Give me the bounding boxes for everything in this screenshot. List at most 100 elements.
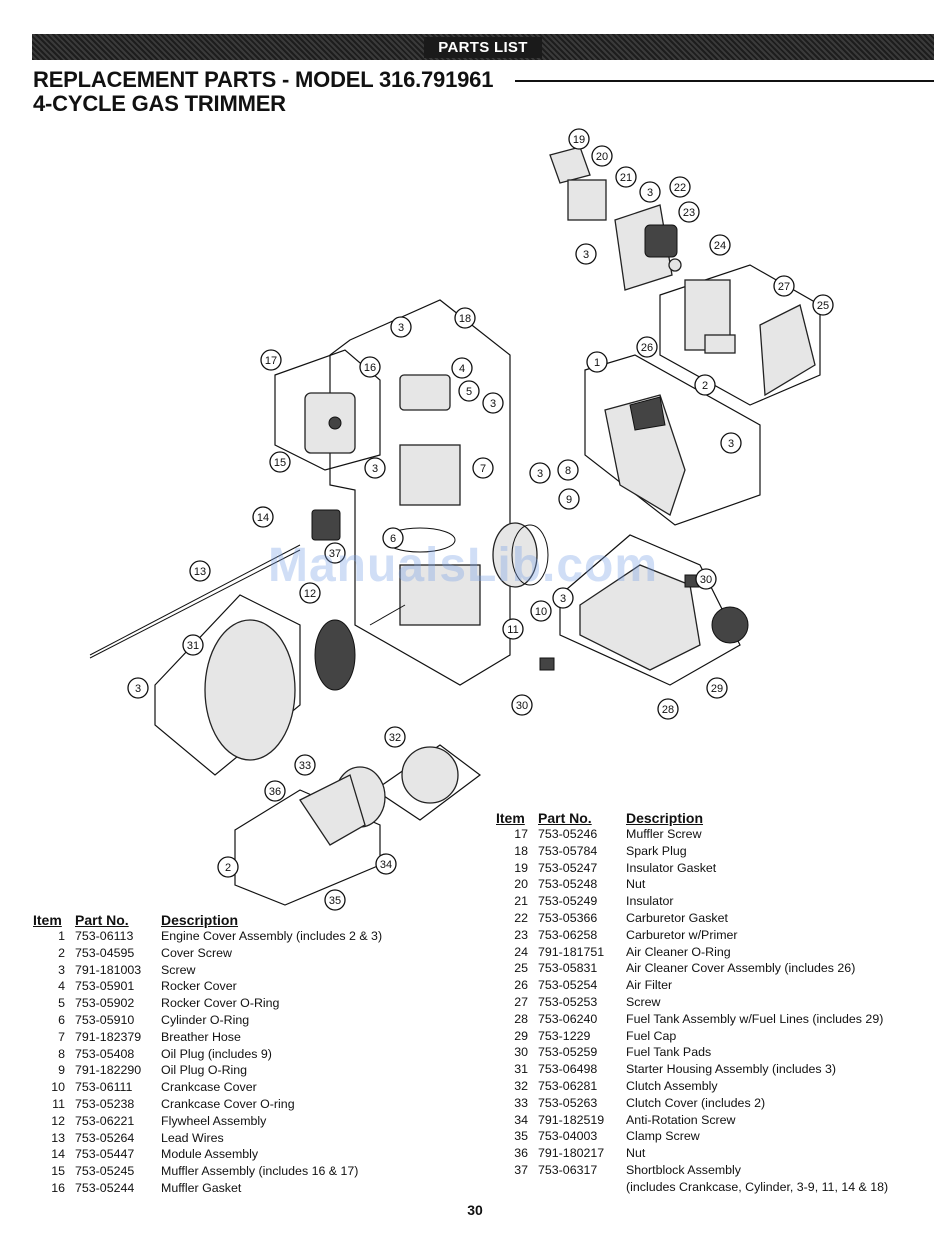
callout-24: 24 — [709, 234, 731, 256]
page-title: REPLACEMENT PARTS - MODEL 316.791961 4-C… — [33, 68, 493, 116]
fuel-tank-panel — [559, 534, 741, 686]
svg-text:14: 14 — [257, 512, 269, 524]
callout-18: 18 — [454, 307, 476, 329]
svg-text:3: 3 — [728, 438, 734, 450]
engine-cover-group — [604, 394, 686, 516]
callout-30-a: 30 — [695, 568, 717, 590]
callout-3-d: 3 — [390, 316, 412, 338]
callout-29: 29 — [706, 677, 728, 699]
muffler-group — [304, 392, 356, 454]
callout-28: 28 — [657, 698, 679, 720]
air-cleaner-panel — [659, 264, 821, 406]
starter-panel — [154, 594, 301, 776]
callout-22: 22 — [669, 176, 691, 198]
callout-10: 10 — [530, 600, 552, 622]
svg-text:12: 12 — [304, 588, 316, 600]
callout-19: 19 — [568, 128, 590, 150]
svg-text:3: 3 — [537, 468, 543, 480]
header-part-no: Part No. — [75, 912, 129, 928]
page-number: 30 — [467, 1202, 483, 1218]
title-line-1: REPLACEMENT PARTS - MODEL 316.791961 — [33, 67, 494, 92]
svg-text:13: 13 — [194, 566, 206, 578]
watermark: ManualsLib.com — [268, 539, 659, 592]
callout-2-b: 2 — [217, 856, 239, 878]
title-rule — [515, 80, 934, 82]
callout-3-c: 3 — [720, 432, 742, 454]
svg-text:9: 9 — [566, 494, 572, 506]
callout-14: 14 — [252, 506, 274, 528]
svg-text:2: 2 — [225, 862, 231, 874]
header-description: Description — [161, 912, 239, 928]
svg-text:16: 16 — [364, 362, 376, 374]
svg-text:28: 28 — [662, 704, 674, 716]
svg-text:31: 31 — [187, 640, 199, 652]
callout-32: 32 — [384, 726, 406, 748]
table-header-row: Item Part No. Description — [33, 912, 461, 929]
callout-34: 34 — [375, 853, 397, 875]
header-description: Description — [626, 810, 704, 826]
table-row-note: (includes Crankcase, Cylinder, 3-9, 11, … — [496, 1180, 926, 1197]
callout-8: 8 — [557, 459, 579, 481]
engine-cover-panel — [584, 354, 761, 526]
title-line-2: 4-CYCLE GAS TRIMMER — [33, 91, 286, 116]
svg-text:3: 3 — [560, 593, 566, 605]
svg-text:3: 3 — [490, 398, 496, 410]
callout-9: 9 — [558, 488, 580, 510]
exploded-parts-diagram: 19 20 21 3 22 23 3 24 27 25 26 1 2 3 3 1… — [89, 128, 834, 911]
callout-11: 11 — [502, 618, 524, 640]
svg-text:32: 32 — [389, 732, 401, 744]
header-item: Item — [33, 912, 62, 928]
callout-2-a: 2 — [694, 374, 716, 396]
callout-5: 5 — [458, 380, 480, 402]
callout-20: 20 — [591, 145, 613, 167]
callout-3-f: 3 — [364, 457, 386, 479]
callout-1: 1 — [586, 351, 608, 373]
svg-text:15: 15 — [274, 457, 286, 469]
svg-text:19: 19 — [573, 134, 585, 146]
callout-25: 25 — [812, 294, 834, 316]
callout-3-g: 3 — [529, 462, 551, 484]
callout-37: 37 — [324, 542, 346, 564]
svg-text:18: 18 — [459, 313, 471, 325]
parts-list-banner: PARTS LIST — [32, 34, 934, 60]
svg-text:34: 34 — [380, 859, 392, 871]
svg-text:2: 2 — [702, 380, 708, 392]
svg-text:17: 17 — [265, 355, 277, 367]
callout-36: 36 — [264, 780, 286, 802]
svg-text:23: 23 — [683, 207, 695, 219]
callout-21: 21 — [615, 166, 637, 188]
svg-text:3: 3 — [647, 187, 653, 199]
svg-text:3: 3 — [135, 683, 141, 695]
svg-text:4: 4 — [459, 363, 465, 375]
svg-text:20: 20 — [596, 151, 608, 163]
svg-text:36: 36 — [269, 786, 281, 798]
callout-17: 17 — [260, 349, 282, 371]
callout-4: 4 — [451, 357, 473, 379]
svg-text:5: 5 — [466, 386, 472, 398]
svg-text:35: 35 — [329, 895, 341, 907]
muffler-panel — [274, 349, 381, 471]
